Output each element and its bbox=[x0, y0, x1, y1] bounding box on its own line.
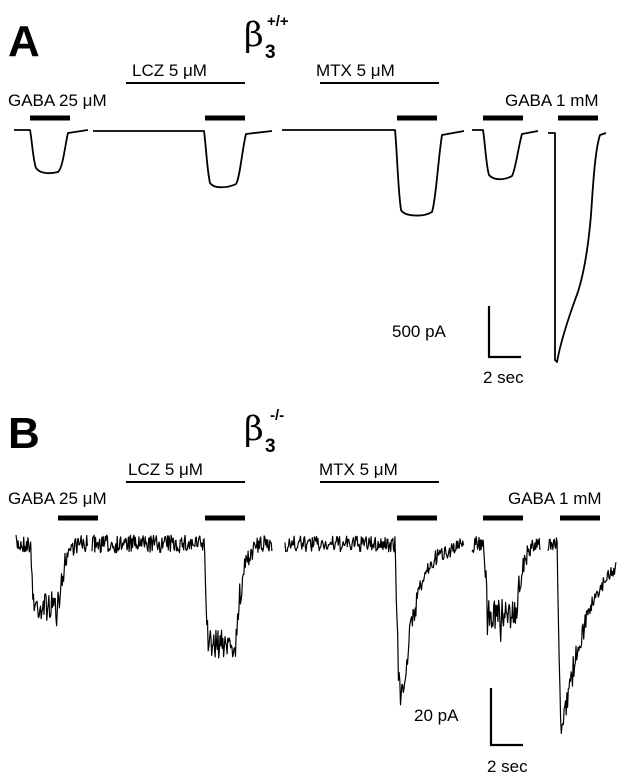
panel-a-letter: A bbox=[8, 17, 40, 66]
panel-b-trace-gaba-1mm bbox=[547, 537, 617, 734]
panel-b-genotype-superscript: -/- bbox=[270, 407, 284, 424]
panel-a-genotype-superscript: +/+ bbox=[267, 13, 289, 30]
panel-b-gaba-low-label: GABA 25 μM bbox=[8, 489, 107, 508]
panel-a-trace-lcz bbox=[93, 130, 273, 189]
panel-a-trace-gaba-wash bbox=[472, 129, 539, 181]
panel-b-letter: B bbox=[8, 409, 40, 458]
panel-a-lcz-label: LCZ 5 μM bbox=[132, 61, 207, 80]
panel-a-trace-gaba-1mm bbox=[548, 132, 607, 363]
panel-a-gaba-high-label: GABA 1 mM bbox=[505, 91, 599, 110]
panel-b-genotype-symbol: β bbox=[244, 409, 264, 449]
panel-a-genotype: β 3 +/+ bbox=[244, 13, 289, 63]
panel-a-gaba-low-label: GABA 25 μM bbox=[8, 91, 107, 110]
panel-b-trace-gaba-control bbox=[15, 534, 88, 627]
panel-b-scale-amplitude: 20 pA bbox=[414, 706, 459, 725]
panel-a-scale-time: 2 sec bbox=[483, 368, 524, 387]
panel-a-scale-bar bbox=[487, 306, 521, 359]
panel-b-mtx-label: MTX 5 μM bbox=[319, 460, 398, 479]
panel-a-scale-amplitude: 500 pA bbox=[392, 322, 447, 341]
panel-b: B β 3 -/- LCZ 5 μM MTX 5 μM GABA 25 μM G… bbox=[8, 407, 617, 776]
panel-b-gaba-high-label: GABA 1 mM bbox=[508, 489, 602, 508]
panel-a-trace-gaba-control bbox=[14, 129, 89, 175]
panel-b-genotype: β 3 -/- bbox=[244, 407, 284, 457]
panel-b-genotype-subscript: 3 bbox=[265, 436, 276, 457]
panel-b-scale-bar bbox=[489, 688, 523, 747]
panel-a-mtx-label: MTX 5 μM bbox=[316, 61, 395, 80]
panel-a-genotype-symbol: β bbox=[244, 15, 264, 55]
panel-a-trace-mtx bbox=[282, 129, 465, 217]
panel-b-trace-mtx bbox=[284, 535, 465, 706]
panel-a-genotype-subscript: 3 bbox=[265, 42, 276, 63]
panel-a: A β 3 +/+ LCZ 5 μM MTX 5 μM GABA 25 μM G… bbox=[8, 13, 607, 387]
panel-b-lcz-label: LCZ 5 μM bbox=[128, 460, 203, 479]
panel-b-trace-lcz bbox=[91, 534, 273, 659]
panel-b-trace-gaba-wash bbox=[471, 536, 541, 643]
panel-b-scale-time: 2 sec bbox=[487, 757, 528, 776]
